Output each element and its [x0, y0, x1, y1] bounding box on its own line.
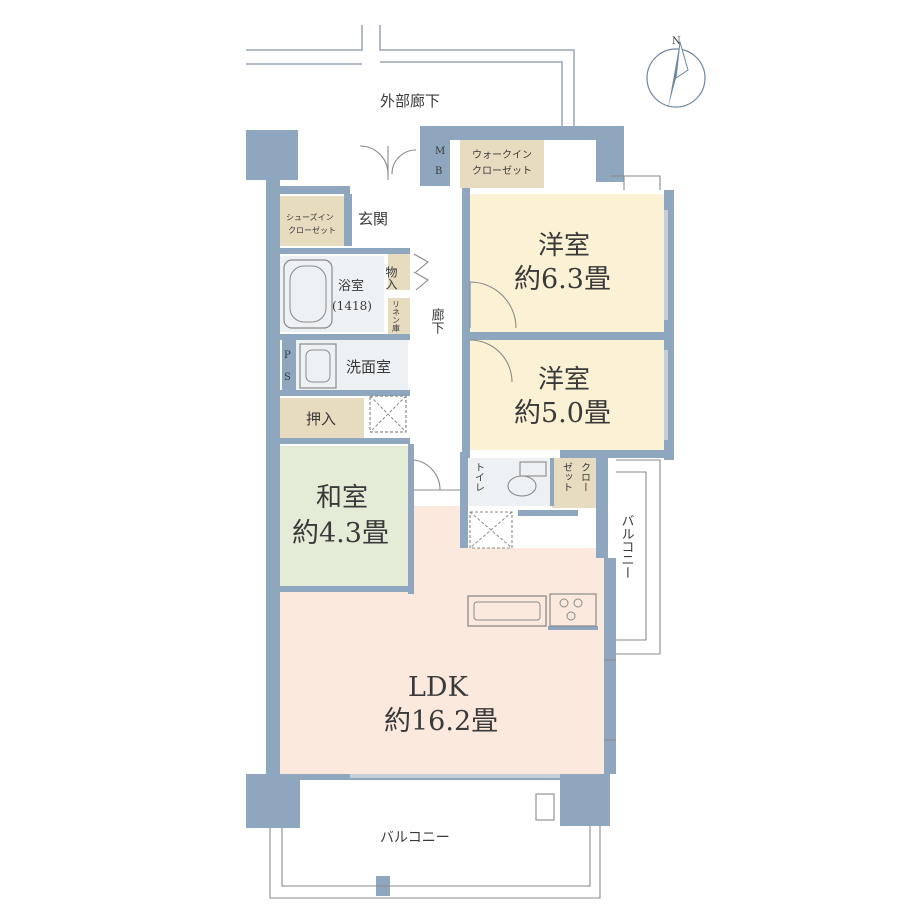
compass-n-label: N: [672, 36, 681, 47]
oshiire-closet: [280, 398, 364, 438]
balcony-outline: [269, 175, 661, 899]
kitchen-counter-icon: [467, 593, 597, 627]
toilet-icon: [507, 461, 547, 497]
ldk-room: [280, 506, 604, 774]
mb-label-b: B: [435, 166, 442, 177]
ps-label-p: P: [284, 350, 291, 361]
wash-room: [296, 340, 408, 396]
japanese-room: [280, 446, 408, 586]
ps-label-s: S: [284, 372, 291, 383]
mb-label-m: M: [435, 146, 445, 157]
exterior-corridor-outline: [246, 25, 575, 126]
western-room-1: [470, 194, 664, 332]
western-room-2: [470, 340, 664, 450]
toilet-label: トイレ: [473, 462, 485, 492]
windows: [350, 210, 668, 778]
walk-in-closet-label-2: クローゼット: [472, 165, 532, 177]
bath-label: 浴室: [338, 278, 364, 294]
western-room-2-name: 洋室: [538, 365, 590, 395]
closet-label-2: ゼット: [561, 462, 573, 492]
japanese-room-size: 約4.3畳: [292, 518, 389, 549]
bath-size-label: (1418): [332, 299, 372, 313]
storage-closet: [388, 250, 410, 290]
oshiire-label: 押入: [306, 410, 336, 428]
shoe-closet-label-1: シューズイン: [286, 212, 334, 222]
shoe-closet-label-2: クローゼット: [288, 225, 336, 235]
ldk-name: LDK: [408, 672, 469, 703]
closet-label-1: クロー: [579, 462, 590, 492]
compass-icon: N: [646, 36, 706, 108]
washing-machine-pan-icon: [369, 395, 407, 433]
western-room-1-name: 洋室: [538, 231, 590, 261]
bathtub-icon: [283, 259, 333, 329]
entrance-label: 玄関: [358, 210, 388, 228]
walk-in-closet: [460, 140, 544, 188]
interior-walls: [280, 186, 664, 630]
hallway-label: 廊下: [429, 307, 445, 334]
toilet-closet: [552, 458, 596, 508]
washroom-label: 洗面室: [346, 358, 391, 376]
western-room-1-size: 約6.3畳: [514, 264, 611, 295]
shoe-closet: [280, 196, 344, 246]
balcony-side-label: バルコニー: [619, 514, 635, 579]
walk-in-closet-label-1: ウォークイン: [472, 149, 532, 161]
western-room-2-size: 約5.0畳: [514, 398, 611, 429]
storage-label: 物入: [384, 266, 398, 290]
linen-closet: [388, 298, 410, 338]
door-swings: [359, 145, 517, 491]
balcony-main-label: バルコニー: [380, 830, 450, 846]
stove-icon: [559, 598, 583, 621]
japanese-room-name: 和室: [316, 483, 368, 513]
ldk-size: 約16.2畳: [384, 706, 498, 737]
linen-label: リネン庫: [392, 300, 401, 333]
exterior-corridor-label: 外部廊下: [380, 92, 440, 110]
refrigerator-space-icon: [469, 511, 513, 549]
washbasin-icon: [299, 343, 337, 389]
